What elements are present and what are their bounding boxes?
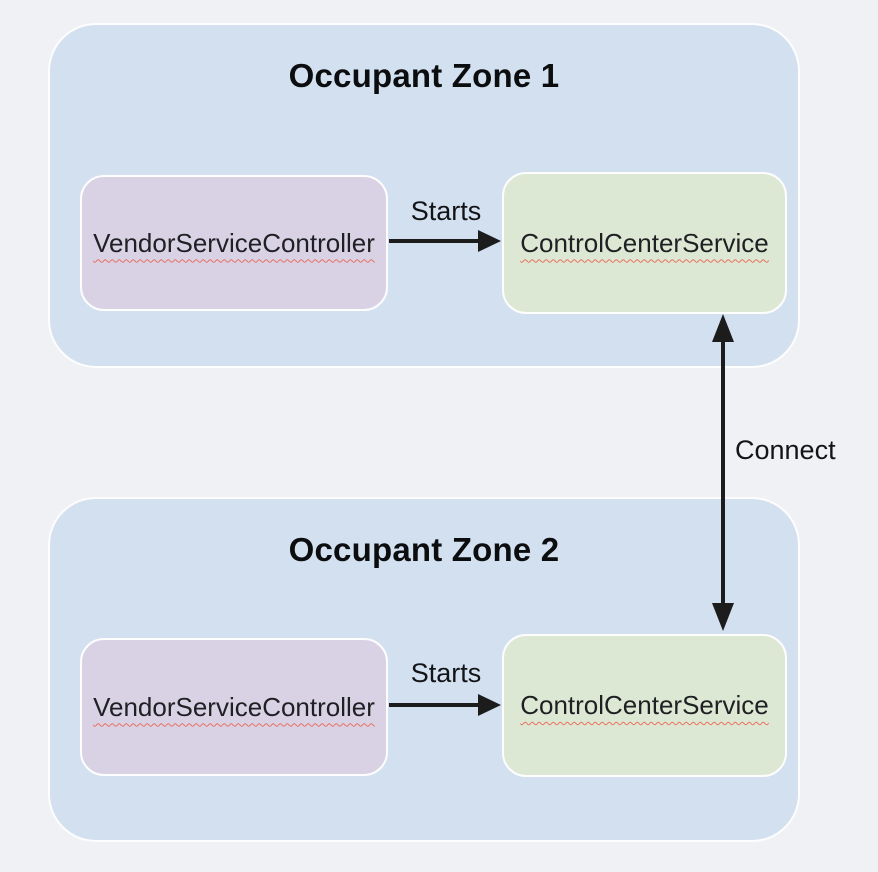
occupant-zone-1: Occupant Zone 1 VendorServiceController … xyxy=(48,23,800,368)
zone-1-starts-edge-label: Starts xyxy=(410,196,482,226)
zone-2-control-node-label: ControlCenterService xyxy=(520,690,769,720)
zone-2-control-center-service-node: ControlCenterService xyxy=(502,634,787,777)
zone-1-control-node-label: ControlCenterService xyxy=(520,227,769,258)
connect-edge-label: Connect xyxy=(735,435,836,465)
zone-2-vendor-node-label: VendorServiceController xyxy=(93,691,375,722)
zone-2-title: Occupant Zone 2 xyxy=(288,531,560,568)
zone-2-vendor-service-controller-node: VendorServiceController xyxy=(80,638,388,776)
zone-1-control-center-service-node: ControlCenterService xyxy=(502,172,787,314)
zone-1-vendor-node-label: VendorServiceController xyxy=(93,227,375,258)
zone-1-title: Occupant Zone 1 xyxy=(288,57,560,94)
zone-1-vendor-service-controller-node: VendorServiceController xyxy=(80,175,388,311)
zone-2-starts-edge-label: Starts xyxy=(410,658,482,688)
occupant-zone-2: Occupant Zone 2 VendorServiceController … xyxy=(48,497,800,842)
